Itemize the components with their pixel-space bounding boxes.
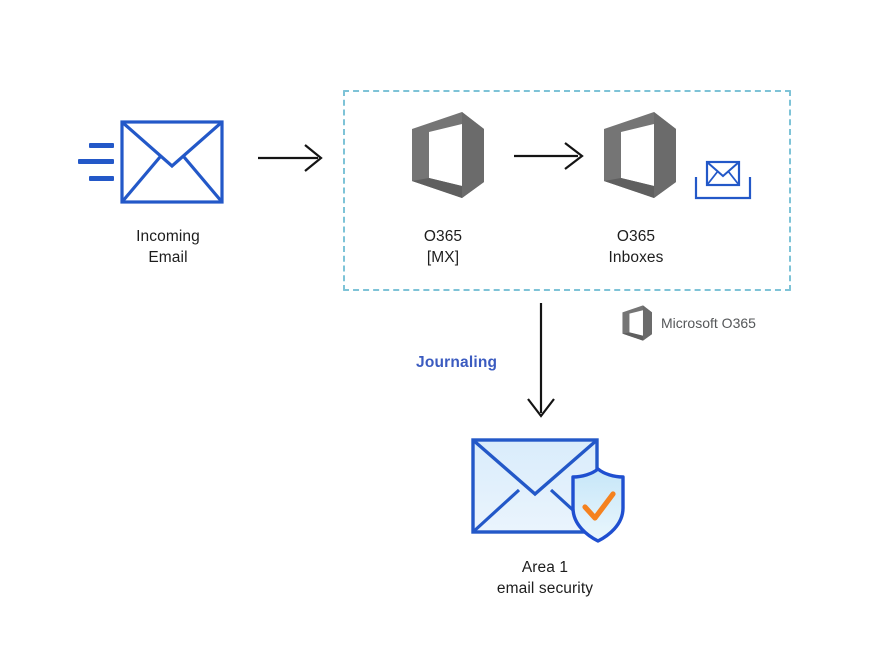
o365-inboxes-label: O365 Inboxes [608,228,664,266]
inbox-tray-node [694,158,752,200]
legend: Microsoft O365 [620,305,756,341]
incoming-email-label: Incoming Email [136,228,200,266]
area1-label: Area 1 email security [496,559,594,597]
legend-label: Microsoft O365 [661,315,756,331]
o365-inboxes-node [598,112,676,198]
arrow-right-icon [514,142,584,170]
office365-logo-icon [412,112,484,198]
inbox-tray-icon [694,160,752,200]
incoming-email-node [120,120,224,204]
arrow-inboxes-to-area1 [524,303,560,419]
o365-boundary-box [343,90,791,291]
arrow-down-icon [527,303,555,418]
o365-mx-node [406,112,484,198]
arrow-incoming-to-mx [258,143,324,173]
motion-line-3 [89,176,114,181]
envelope-icon [120,120,224,204]
area1-node [470,436,630,546]
email-shield-icon [471,438,625,543]
motion-line-2 [78,159,114,164]
journaling-label: Journaling [416,354,498,371]
arrow-right-icon [258,144,323,172]
office365-logo-icon [622,305,652,341]
o365-mx-label: O365 [MX] [423,228,463,266]
motion-line-1 [89,143,114,148]
office365-logo-icon [604,112,676,198]
motion-lines-icon [78,143,114,185]
arrow-mx-to-inboxes [514,141,586,171]
